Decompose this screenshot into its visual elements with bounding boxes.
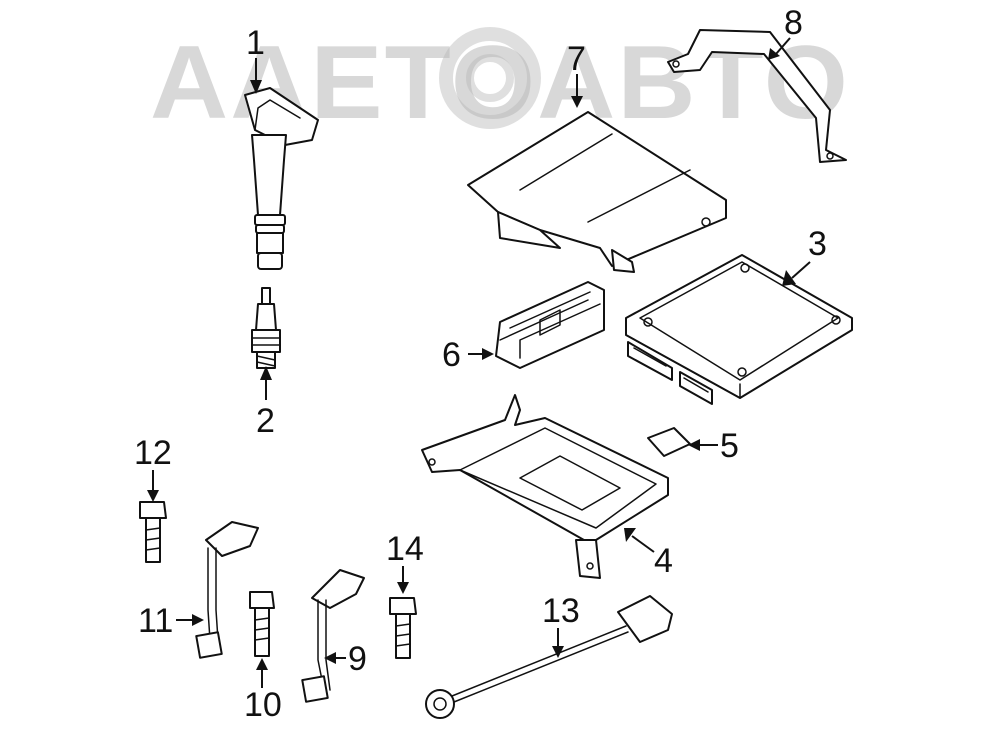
connector-block bbox=[495, 281, 605, 369]
callout-10: 10 bbox=[244, 658, 282, 724]
callout-label: 6 bbox=[442, 336, 461, 374]
callout-label: 5 bbox=[720, 427, 739, 465]
mounting-bracket bbox=[421, 394, 669, 579]
callout-label: 13 bbox=[542, 592, 580, 630]
callout-label: 12 bbox=[134, 434, 172, 472]
callout-4: 4 bbox=[624, 528, 673, 580]
callout-7: 7 bbox=[567, 40, 586, 108]
knock-sensor bbox=[425, 595, 673, 719]
pad bbox=[647, 427, 691, 457]
callout-12: 12 bbox=[134, 434, 172, 502]
sensor-cable-9 bbox=[301, 569, 365, 703]
callout-1: 1 bbox=[246, 24, 265, 94]
callout-5: 5 bbox=[688, 427, 739, 465]
engine-control-module bbox=[625, 254, 853, 405]
ignition-coil bbox=[244, 87, 319, 270]
callout-label: 10 bbox=[244, 686, 282, 724]
callout-11: 11 bbox=[138, 602, 204, 640]
cover-plate bbox=[467, 111, 727, 273]
strap-bracket bbox=[667, 29, 847, 163]
callout-label: 4 bbox=[654, 542, 673, 580]
sensor-cable-11 bbox=[195, 521, 259, 659]
callout-label: 2 bbox=[256, 402, 275, 440]
callout-label: 14 bbox=[386, 530, 424, 568]
callout-label: 1 bbox=[246, 24, 265, 62]
callout-13: 13 bbox=[542, 592, 580, 658]
spark-plug bbox=[251, 287, 281, 369]
callout-label: 8 bbox=[784, 4, 803, 42]
callout-6: 6 bbox=[442, 336, 494, 374]
watermark-gear-icon bbox=[439, 27, 541, 129]
callout-label: 3 bbox=[808, 225, 827, 263]
callout-label: 7 bbox=[567, 40, 586, 78]
callout-14: 14 bbox=[386, 530, 424, 594]
bolt-12 bbox=[139, 501, 167, 563]
bolt-10 bbox=[249, 591, 275, 657]
callout-label: 11 bbox=[138, 602, 173, 640]
callout-3: 3 bbox=[782, 225, 827, 286]
bolt-14 bbox=[389, 597, 417, 659]
callout-9: 9 bbox=[324, 640, 367, 678]
callout-label: 9 bbox=[348, 640, 367, 678]
callout-2: 2 bbox=[256, 366, 275, 440]
callout-8: 8 bbox=[768, 4, 803, 60]
